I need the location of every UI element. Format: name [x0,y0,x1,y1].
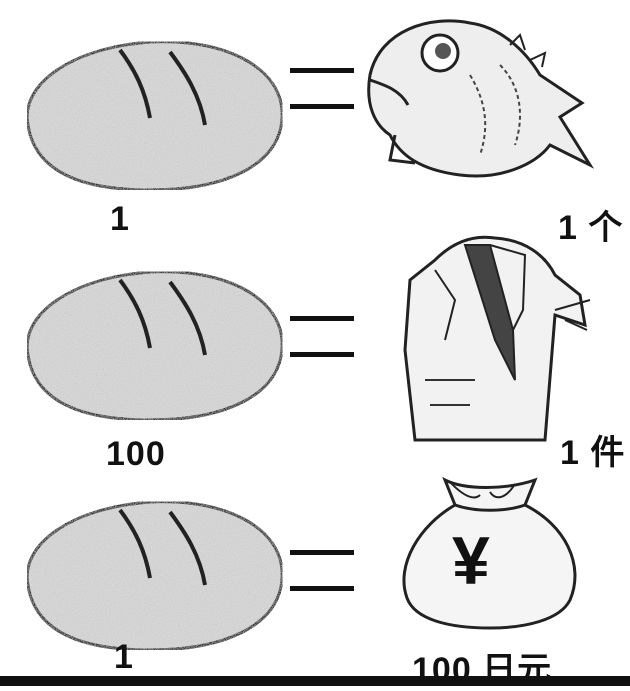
bread-count-label: 1 [114,638,134,677]
item-count-label: 1 件 [560,425,625,474]
equals-sign-icon [288,64,358,114]
row-bread-fish: 1 1 个 [0,0,630,230]
row-bread-money: ¥ 1 100 日元 [0,470,630,676]
bread-icon [10,260,300,435]
bread-icon [10,490,300,665]
jacket-icon [395,230,595,445]
fish-icon [350,5,600,190]
bread-count-label: 100 [106,435,166,474]
row-bread-jacket: 100 1 件 [0,230,630,475]
yen-symbol: ¥ [452,522,490,600]
money-bag-icon [395,470,585,630]
bread-icon [10,30,300,205]
equals-sign-icon [288,546,358,596]
equals-sign-icon [288,312,358,362]
bottom-border [0,676,630,686]
